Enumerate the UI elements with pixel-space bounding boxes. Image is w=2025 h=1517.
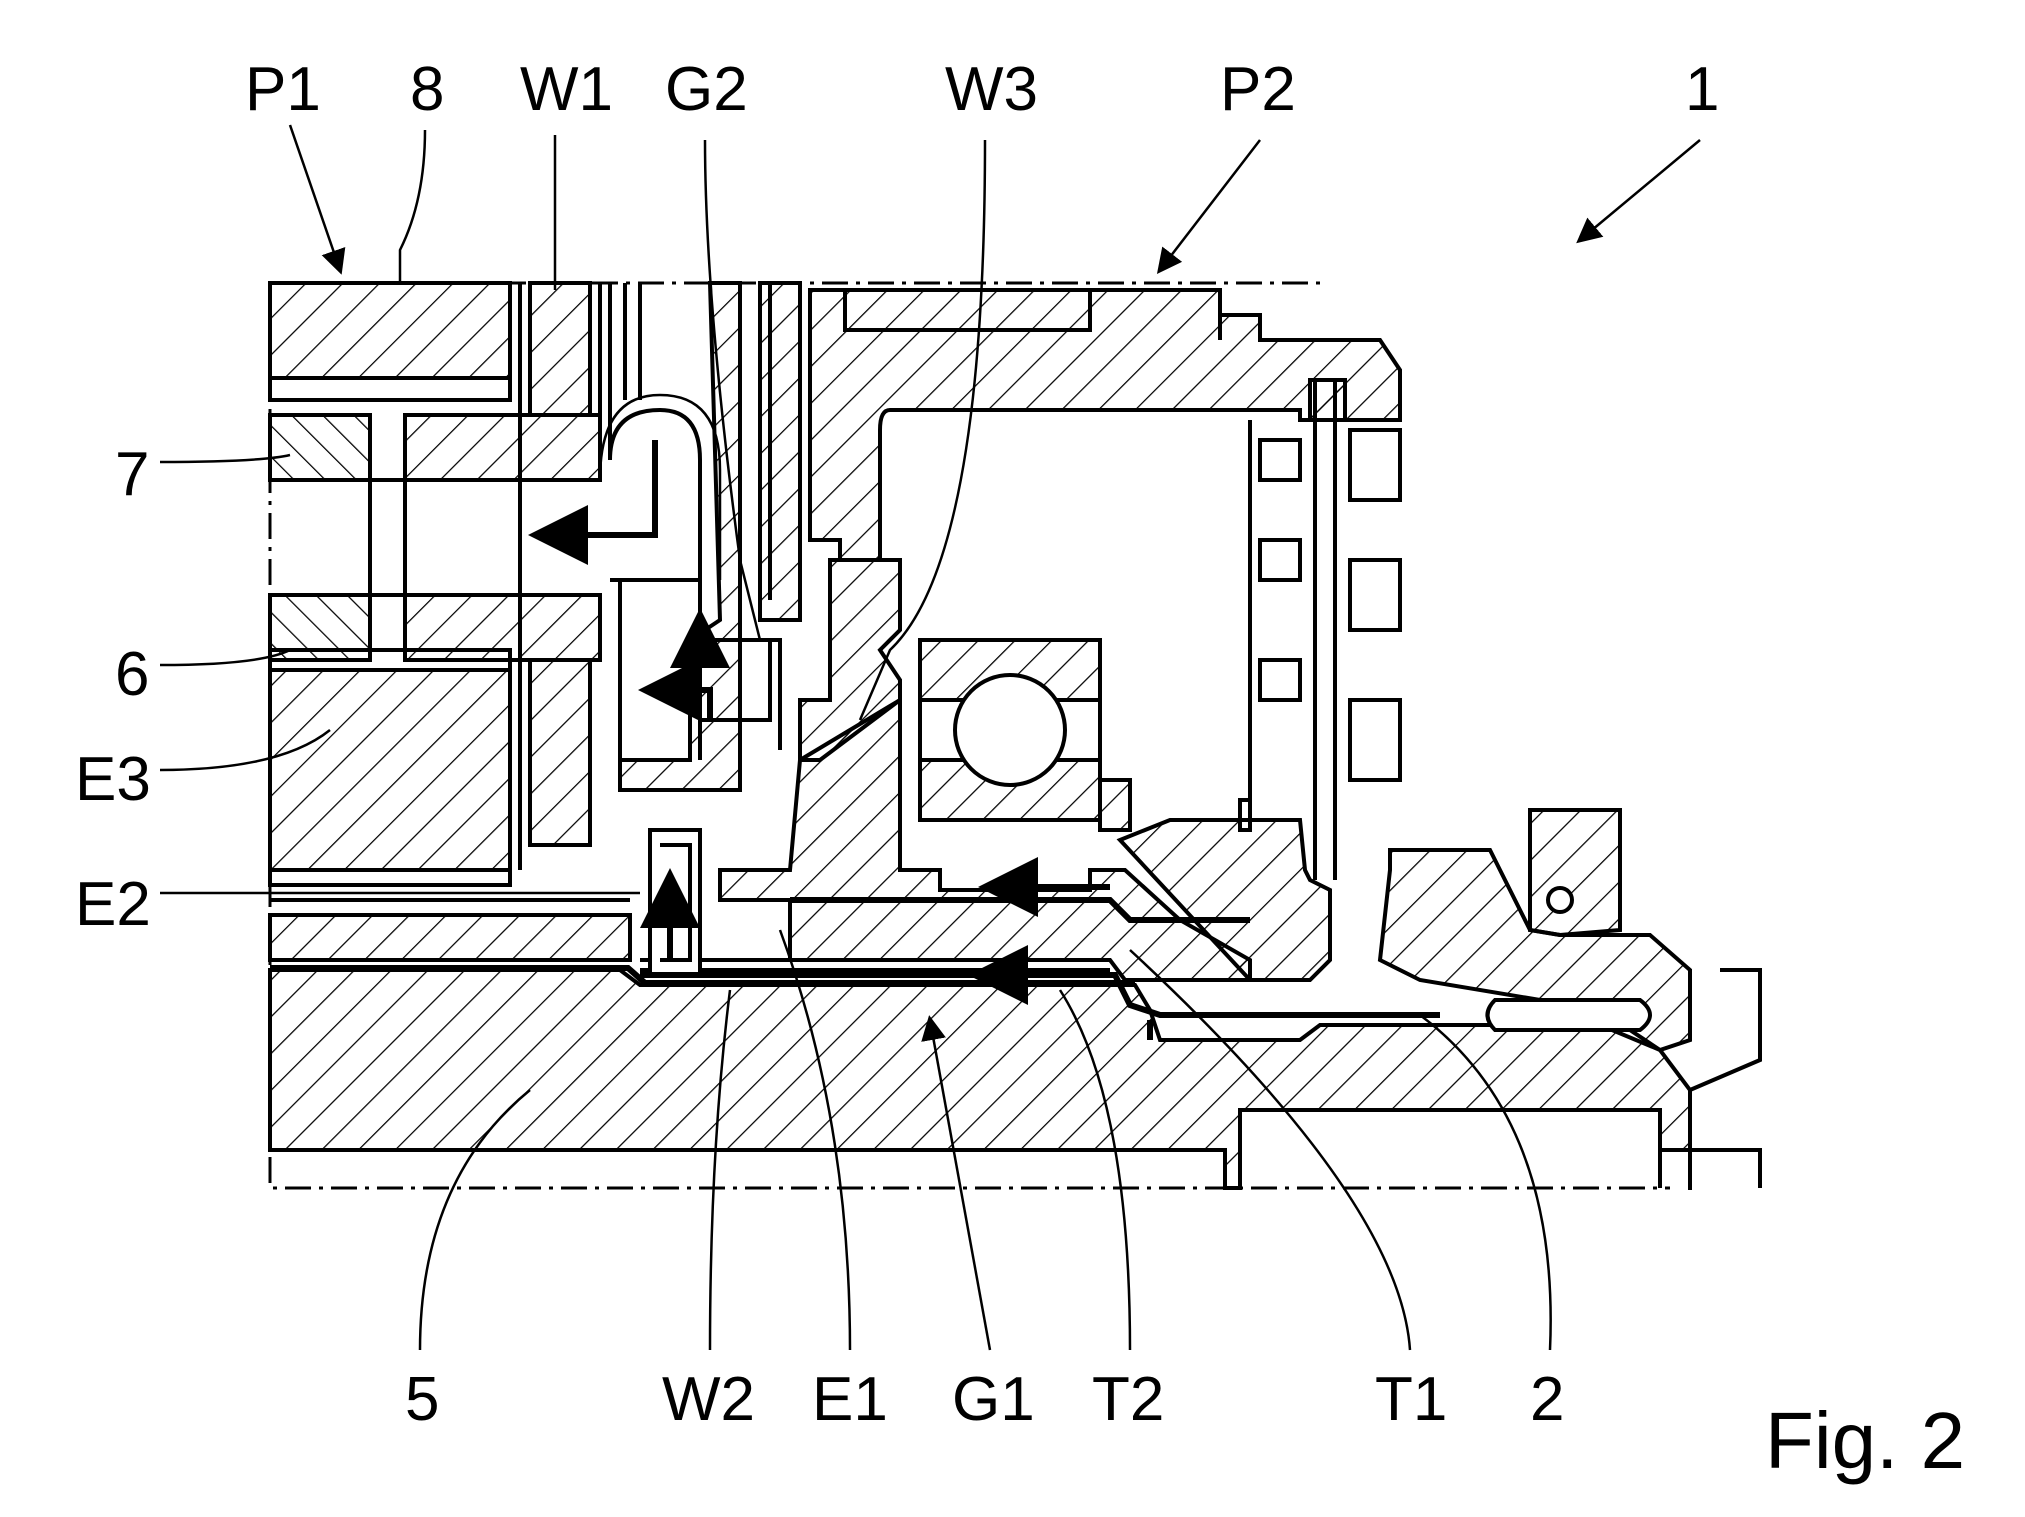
flow-arrows: [528, 440, 1110, 1005]
label-E2: E2: [75, 870, 151, 939]
label-1: 1: [1685, 55, 1719, 124]
label-W3: W3: [945, 55, 1038, 124]
label-7: 7: [115, 440, 149, 509]
label-2: 2: [1530, 1365, 1564, 1434]
label-P2: P2: [1220, 55, 1296, 124]
label-T1: T1: [1375, 1365, 1447, 1434]
shaft-part-5: [268, 968, 1692, 1190]
label-8: 8: [410, 55, 444, 124]
wall-W3: [808, 288, 1402, 562]
figure-caption: Fig. 2: [1765, 1396, 1965, 1485]
label-E3: E3: [75, 745, 151, 814]
wall-W1: [528, 281, 592, 417]
label-W1: W1: [520, 55, 613, 124]
assembly-drawing: [159, 124, 1762, 1351]
sleeve-part-7: [268, 413, 372, 482]
leader-lines: [159, 124, 1701, 1351]
label-6: 6: [115, 640, 149, 709]
fastener-stack: [1238, 378, 1402, 880]
label-5: 5: [405, 1365, 439, 1434]
label-G1: G1: [952, 1365, 1035, 1434]
reference-labels: P1 8 W1 G2 W3 P2 1 7 6 E3 E2 5 W2 E1 G1 …: [75, 55, 1965, 1485]
label-T2: T2: [1092, 1365, 1164, 1434]
label-G2: G2: [665, 55, 748, 124]
ball-bearing: [918, 638, 1132, 832]
label-E1: E1: [812, 1365, 888, 1434]
sleeve-part-6: [268, 593, 372, 662]
label-P1: P1: [245, 55, 321, 124]
housing-part-8: [268, 281, 512, 380]
label-W2: W2: [662, 1365, 755, 1434]
